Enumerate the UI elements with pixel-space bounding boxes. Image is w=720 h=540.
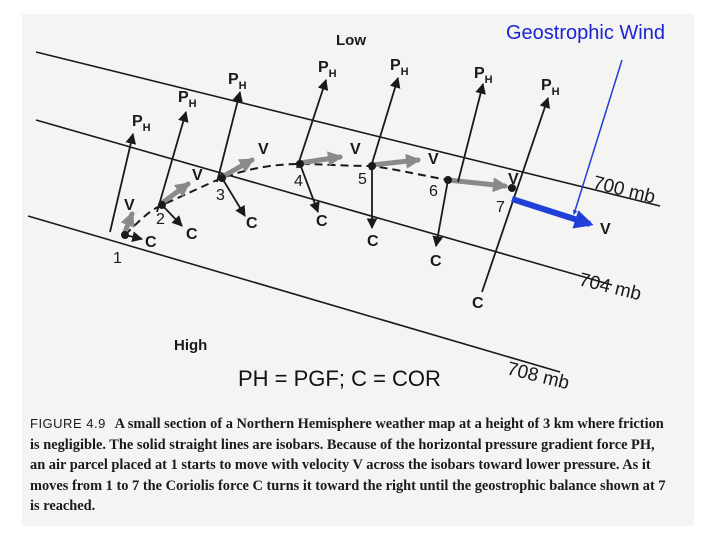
pgf-arrow-1 (109, 132, 137, 233)
pgf-label-1: PH (132, 113, 151, 134)
pgf-label-6: PH (474, 65, 493, 86)
parcel-point-5 (368, 162, 376, 170)
velocity-arrow-3 (219, 157, 255, 180)
velocity-arrow-2 (159, 181, 191, 206)
coriolis-label-2: C (186, 226, 198, 243)
isobar-label-708: 708 mb (505, 358, 572, 394)
force-legend: PH = PGF; C = COR (238, 366, 441, 391)
coriolis-arrow-4 (299, 163, 320, 214)
point-number-5: 5 (358, 171, 367, 188)
scanned-figure (22, 14, 694, 526)
velocity-label-7: V (600, 221, 611, 238)
isobar-label-700: 700 mb (591, 172, 658, 208)
parcel-points (121, 160, 516, 239)
coriolis-label-3: C (246, 215, 258, 232)
pgf-label-2: PH (178, 89, 197, 110)
isobar-label-704: 704 mb (577, 269, 644, 305)
parcel-point-6 (444, 176, 452, 184)
parcel-point-2 (158, 201, 166, 209)
parcel-point-1 (121, 231, 129, 239)
coriolis-arrows (124, 163, 449, 248)
point-number-3: 3 (216, 187, 225, 204)
velocity-label-5: V (428, 151, 439, 168)
coriolis-arrow-3 (221, 177, 246, 217)
parcel-point-3 (218, 174, 226, 182)
velocity-arrow-5 (369, 153, 421, 169)
pgf-label-5: PH (390, 57, 409, 78)
point-number-2: 2 (156, 211, 165, 228)
pgf-label-7: PH (541, 77, 560, 98)
geostrophic-wind-arrow (511, 196, 594, 229)
velocity-label-3: V (258, 141, 269, 158)
caption-text: A small section of a Northern Hemisphere… (30, 416, 666, 514)
velocity-arrow-6 (445, 177, 508, 193)
isobar-704 (35, 119, 613, 286)
low-label: Low (336, 32, 366, 49)
coriolis-label-7: C (472, 295, 484, 312)
figure-number: FIGURE 4.9 (30, 416, 106, 431)
pgf-arrow-3 (216, 90, 243, 183)
velocity-arrow-4 (297, 151, 343, 167)
point-number-7: 7 (496, 199, 505, 216)
coriolis-label-5: C (367, 233, 379, 250)
coriolis-label-4: C (316, 213, 328, 230)
coriolis-label-6: C (430, 253, 442, 270)
velocity-arrows (120, 151, 508, 235)
velocity-arrow-1 (120, 211, 135, 235)
coriolis-arrow-6 (432, 179, 449, 248)
isobar-708 (27, 215, 561, 373)
figure-caption: FIGURE 4.9 A small section of a Northern… (30, 414, 670, 517)
point-number-6: 6 (429, 183, 438, 200)
isobar-700 (35, 51, 661, 207)
pgf-arrow-7 (481, 96, 550, 293)
velocity-label-6: V (508, 171, 519, 188)
parcel-point-7 (508, 184, 516, 192)
pgf-label-3: PH (228, 71, 247, 92)
pgf-arrow-5 (369, 76, 401, 171)
title-pointer-line (572, 59, 623, 215)
pgf-arrow-2 (156, 110, 189, 213)
pgf-label-4: PH (318, 59, 337, 80)
slide-title: Geostrophic Wind (506, 22, 665, 44)
point-number-4: 4 (294, 173, 303, 190)
pgf-arrow-6 (457, 82, 486, 183)
velocity-label-4: V (350, 141, 361, 158)
parcel-point-4 (296, 160, 304, 168)
pgf-arrow-4 (296, 78, 329, 169)
point-number-1: 1 (113, 250, 122, 267)
velocity-label-1: V (124, 197, 135, 214)
coriolis-label-1: C (145, 234, 157, 251)
coriolis-arrow-2 (161, 204, 183, 227)
high-label: High (174, 337, 207, 354)
pgf-arrows (109, 76, 550, 293)
velocity-label-2: V (192, 167, 203, 184)
